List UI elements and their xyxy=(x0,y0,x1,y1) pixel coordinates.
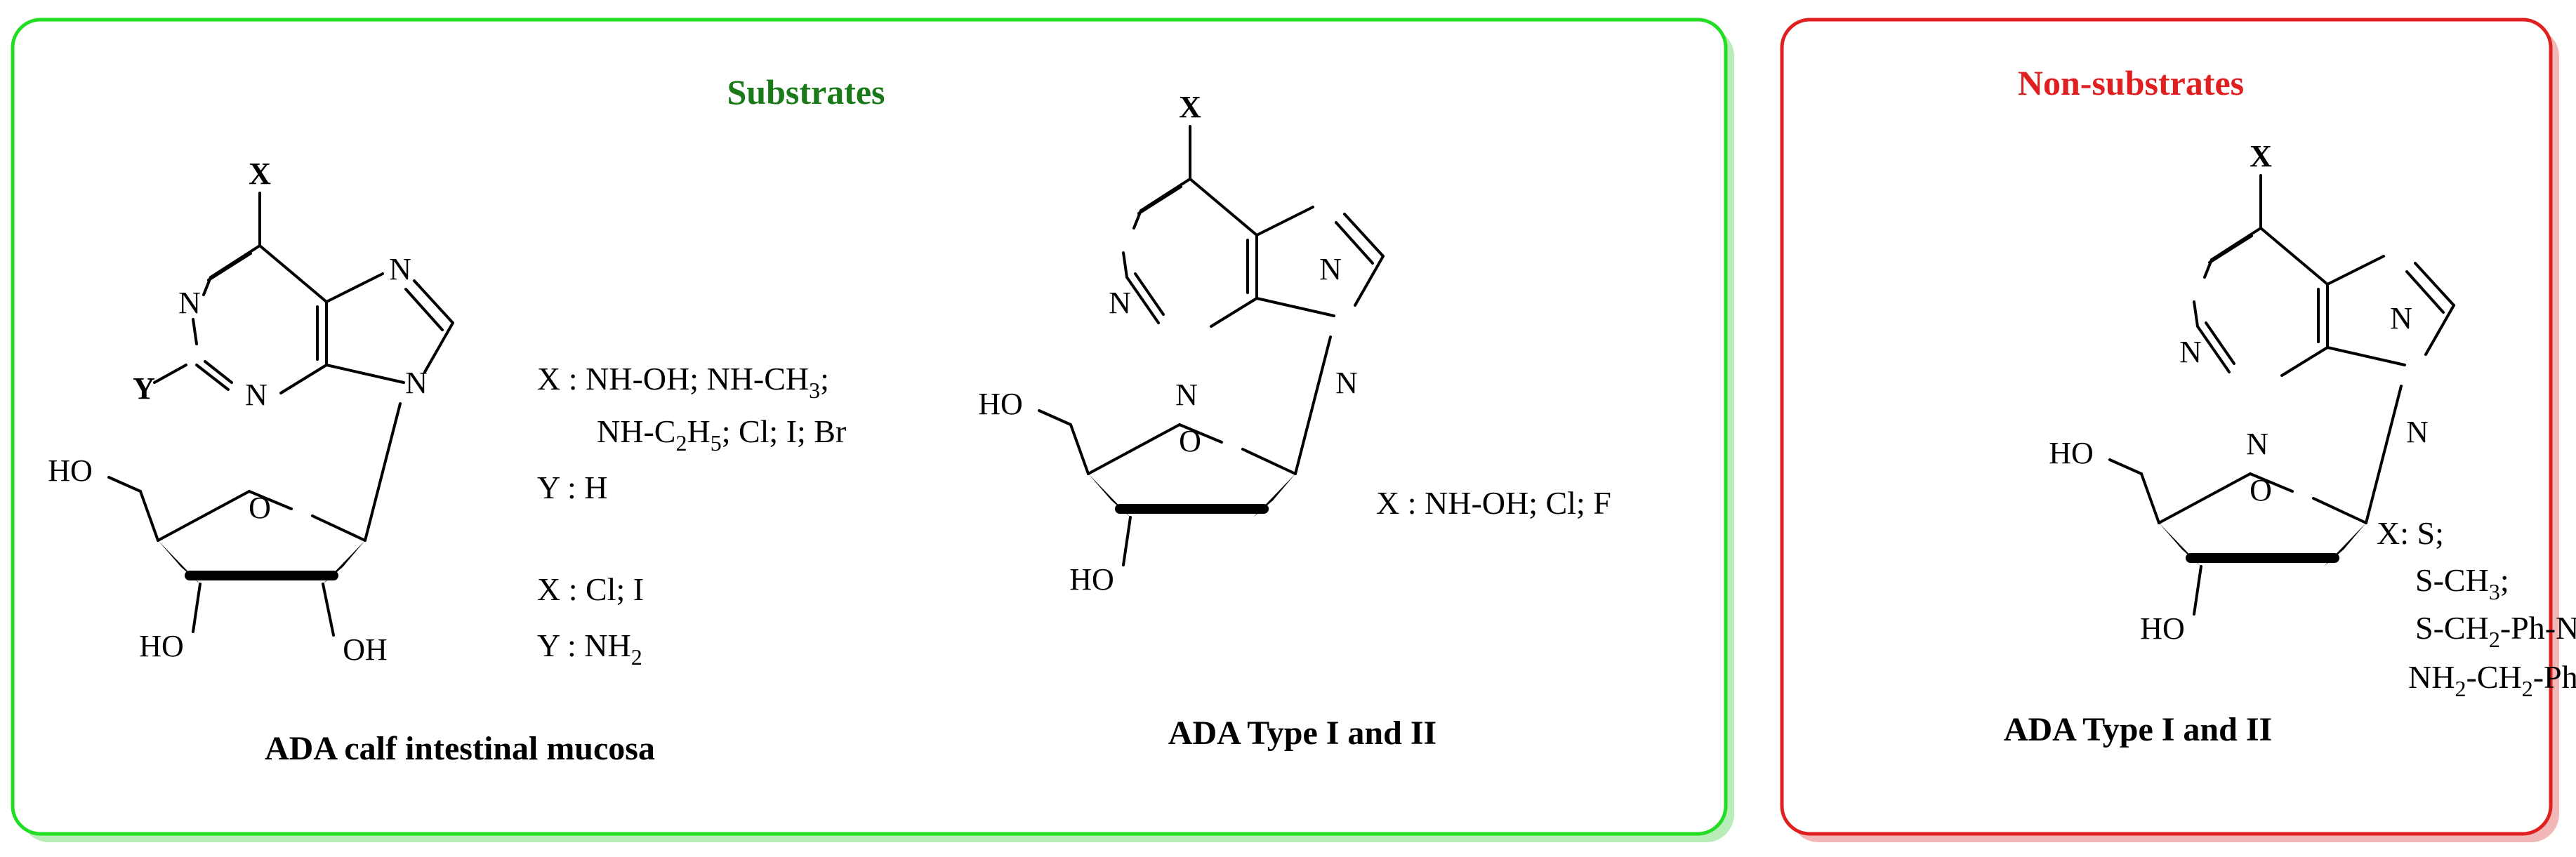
atom-ho-5prime: HO xyxy=(48,453,93,488)
substrates-panel xyxy=(11,18,1728,836)
s3-atom-n1: N xyxy=(2179,335,2202,369)
structure-ribonucleoside: N N N N O HO HO OH X Y X : NH-OH; NH-CH3… xyxy=(48,157,846,767)
s3-atom-n9: N xyxy=(2406,415,2429,449)
structure3-labels: N N N N O HO HO X X: S; S-CH3; S-CH2-Ph-… xyxy=(2004,139,2576,748)
condition-group1-y: Y : H xyxy=(537,470,608,505)
s3-atom-n7: N xyxy=(2390,301,2412,336)
atom-n7: N xyxy=(389,252,411,286)
s3-atom-o-ring: O xyxy=(2250,473,2272,507)
atom-n9: N xyxy=(405,366,428,400)
s2-atom-ho-3prime: HO xyxy=(1069,562,1114,597)
caption-structure3: ADA Type I and II xyxy=(2004,711,2272,748)
substituent-x-label: X xyxy=(249,157,271,191)
s3-condition-line2: S-CH3; xyxy=(2415,562,2509,604)
condition-group1-x-line2: NH-C2H5; Cl; I; Br xyxy=(597,413,846,456)
atom-n1: N xyxy=(178,286,201,320)
caption-structure1: ADA calf intestinal mucosa xyxy=(265,730,655,767)
substrates-heading: Substrates xyxy=(727,72,885,112)
atom-oh-2prime: OH xyxy=(343,632,388,667)
condition-group1-x-line1: X : NH-OH; NH-CH3; xyxy=(537,361,829,403)
structure2-labels: N N N N O HO HO X X : NH-OH; Cl; F ADA T… xyxy=(978,90,1611,752)
s2-conditions: X : NH-OH; Cl; F xyxy=(1376,485,1611,521)
s2-atom-ho-5prime: HO xyxy=(978,387,1023,421)
s3-condition-line4: NH2-CH2-Ph xyxy=(2408,659,2576,701)
substituent-y-label: Y xyxy=(133,371,155,406)
condition-group2-y: Y : NH2 xyxy=(537,627,642,670)
purine-bonds xyxy=(153,192,454,542)
ribose-bonds xyxy=(107,476,366,637)
nonsubstrates-panel xyxy=(1780,18,2553,836)
s3-atom-ho-3prime: HO xyxy=(2140,611,2185,646)
s2-atom-o-ring: O xyxy=(1179,424,1201,458)
condition-group2-x: X : Cl; I xyxy=(537,571,644,607)
s3-condition-line1: X: S; xyxy=(2377,515,2444,551)
atom-n3: N xyxy=(245,378,267,412)
s3-atom-n3: N xyxy=(2246,427,2268,461)
nonsubstrates-heading: Non-substrates xyxy=(2018,63,2244,102)
atom-ho-3prime: HO xyxy=(139,629,184,663)
s2-substituent-x-label: X xyxy=(1179,90,1201,124)
s2-atom-n9: N xyxy=(1335,366,1358,400)
caption-structure2: ADA Type I and II xyxy=(1168,715,1436,752)
s2-atom-n7: N xyxy=(1319,252,1342,286)
s3-condition-line3: S-CH2-Ph-NO2; xyxy=(2415,610,2576,652)
s2-atom-n3: N xyxy=(1175,378,1198,412)
s2-atom-n1: N xyxy=(1109,286,1131,320)
s3-atom-ho-5prime: HO xyxy=(2049,436,2094,470)
s3-substituent-x-label: X xyxy=(2250,139,2272,173)
atom-o-ring: O xyxy=(249,491,271,525)
